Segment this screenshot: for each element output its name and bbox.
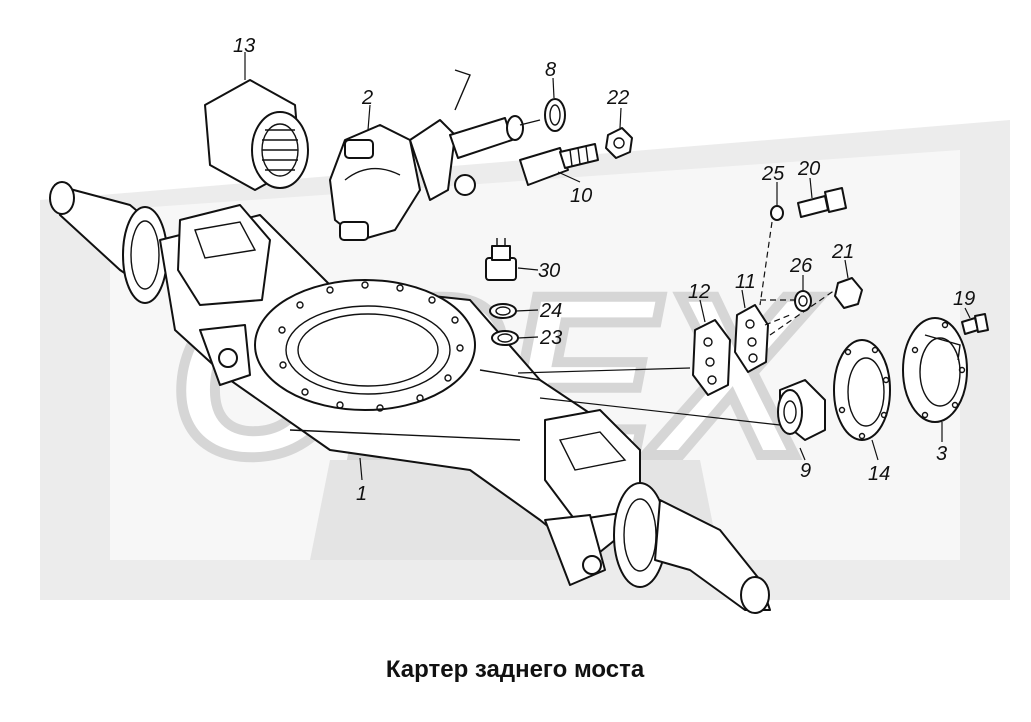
bolt-cylinder (449, 115, 541, 159)
diagram-title: Картер заднего моста (386, 656, 645, 683)
callout-20: 20 (797, 158, 820, 180)
callout-9: 9 (800, 460, 811, 482)
gasket-part-12 (692, 319, 731, 396)
nut-part-21 (834, 277, 863, 309)
washer-part-25 (770, 205, 784, 221)
washer-part-23 (491, 330, 519, 346)
assembly-lines (517, 221, 836, 426)
callout-1: 1 (356, 483, 367, 505)
o-ring-part-8 (544, 98, 566, 132)
sensor-part-30 (485, 238, 517, 281)
flange-part-14 (833, 339, 891, 441)
callout-10: 10 (570, 185, 592, 207)
screw-part-19 (961, 313, 989, 335)
washer-part-26 (794, 290, 812, 312)
washer-part-24 (489, 303, 517, 319)
callout-labels: 13 2 8 22 10 25 20 26 21 30 12 11 19 24 … (233, 35, 975, 505)
clamp-bracket-part-2 (329, 69, 476, 241)
plate-part-11 (734, 304, 769, 373)
bolt-part-20 (797, 187, 847, 218)
nut-part-22 (605, 127, 633, 159)
callout-19: 19 (953, 288, 975, 310)
callout-21: 21 (831, 241, 854, 263)
callout-23: 23 (539, 327, 562, 349)
bolt-pin-part-10 (519, 143, 599, 186)
callout-25: 25 (761, 163, 785, 185)
callout-11: 11 (735, 271, 756, 293)
bearing-cup-part-13 (204, 79, 309, 191)
leader-lines (244, 52, 971, 481)
callout-3: 3 (936, 443, 947, 465)
callout-2: 2 (361, 87, 373, 109)
callout-30: 30 (538, 260, 560, 282)
cover-part-3 (902, 317, 968, 423)
callout-12: 12 (688, 281, 710, 303)
callout-13: 13 (233, 35, 255, 57)
callout-26: 26 (789, 255, 813, 277)
callout-24: 24 (539, 300, 562, 322)
callout-14: 14 (868, 463, 890, 485)
axle-housing-part-1 (49, 181, 771, 614)
callout-22: 22 (606, 87, 629, 109)
bushing-part-9 (777, 379, 826, 441)
callout-8: 8 (545, 59, 556, 81)
